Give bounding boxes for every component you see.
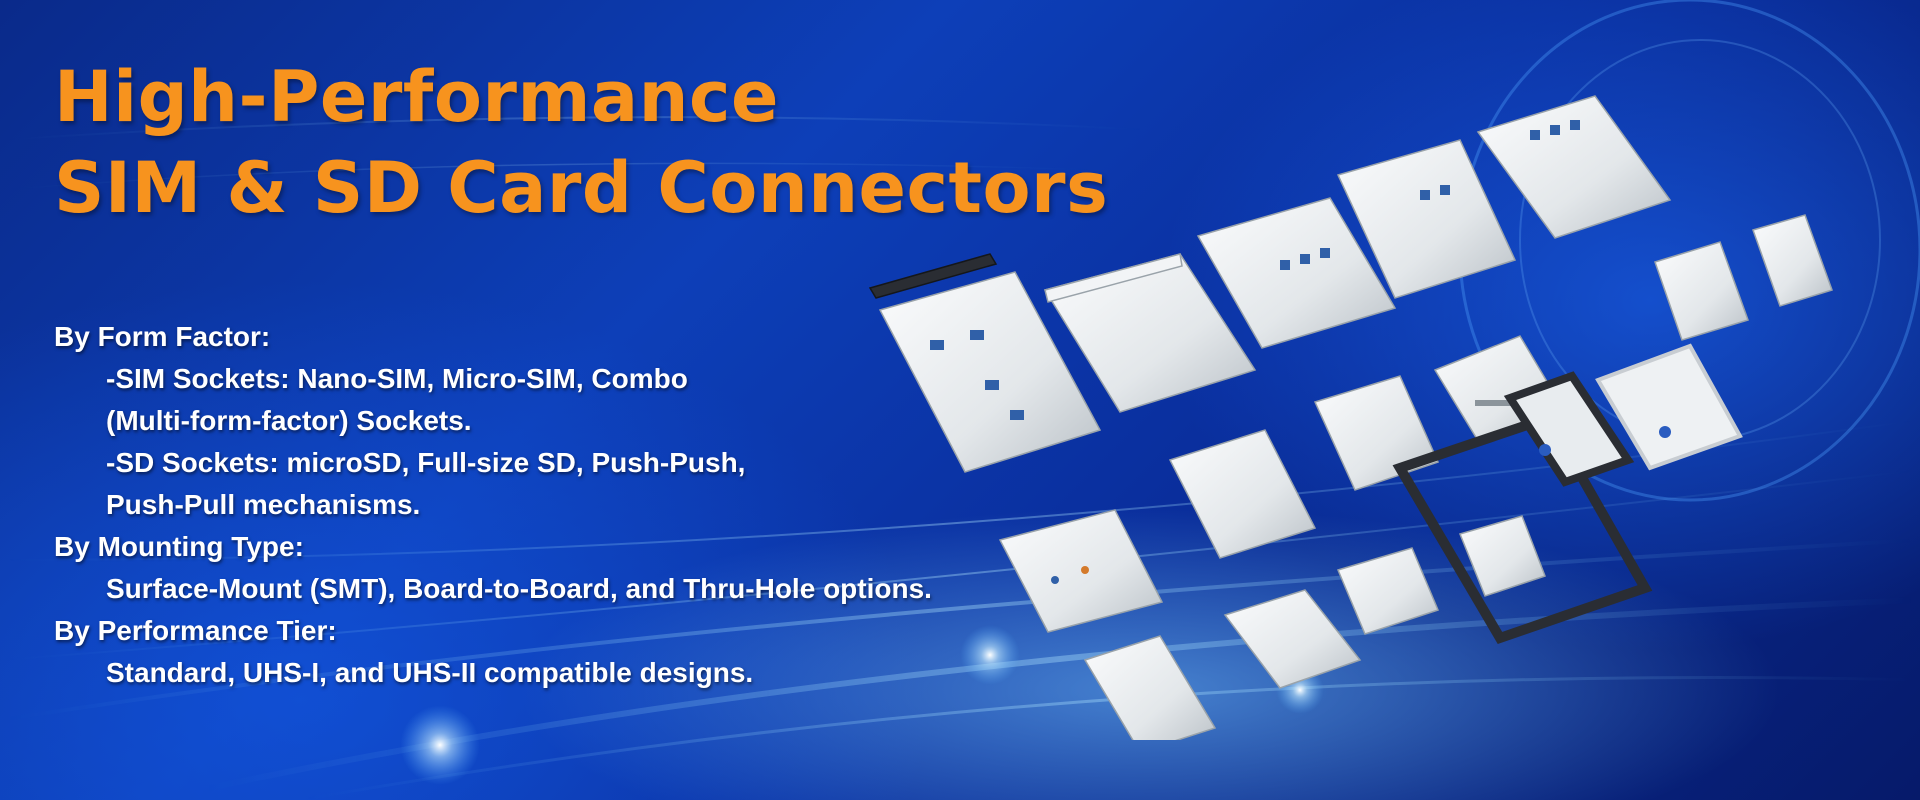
nano-sim-tray-white: [1595, 343, 1743, 471]
nano-sim-tray-dark: [1503, 371, 1635, 487]
headline-line-1: High-Performance: [54, 56, 779, 138]
spec-heading-mounting-type: By Mounting Type:: [54, 531, 304, 562]
spec-item: -SD Sockets: microSD, Full-size SD, Push…: [106, 447, 746, 478]
sim-socket-large: [1196, 197, 1397, 349]
micro-sd-socket-c: [998, 509, 1164, 633]
connector-product-collage: [868, 95, 1833, 740]
combo-sim-socket: [878, 271, 1102, 473]
spec-heading-form-factor: By Form Factor:: [54, 321, 271, 352]
small-sim-socket: [1336, 547, 1440, 635]
nano-sim-socket-b: [1223, 589, 1362, 689]
nano-sim-socket: [1752, 214, 1833, 307]
spec-item: Surface-Mount (SMT), Board-to-Board, and…: [106, 573, 932, 604]
full-size-sd-socket: [1043, 253, 1257, 413]
headline-line-2: SIM & SD Card Connectors: [54, 147, 1109, 229]
micro-sim-socket-b: [1083, 635, 1217, 740]
small-sd-socket: [1458, 515, 1546, 597]
headline: High-Performance SIM & SD Card Connector…: [54, 52, 1108, 234]
micro-sd-socket-b: [1168, 429, 1317, 559]
dual-sim-socket: [1476, 95, 1672, 239]
spec-list: By Form Factor: -SIM Sockets: Nano-SIM, …: [54, 316, 1034, 694]
spec-item: -SIM Sockets: Nano-SIM, Micro-SIM, Combo: [106, 363, 688, 394]
spec-item: Push-Pull mechanisms.: [106, 489, 421, 520]
spec-heading-performance-tier: By Performance Tier:: [54, 615, 337, 646]
spec-item: (Multi-form-factor) Sockets.: [106, 405, 472, 436]
micro-sim-socket: [1654, 241, 1749, 341]
micro-sd-socket: [1313, 375, 1440, 491]
push-push-sd-socket: [1336, 139, 1517, 299]
sim-tray-dark: [868, 253, 998, 299]
dual-sim-tray-dark: [1392, 411, 1653, 645]
spec-item: Standard, UHS-I, and UHS-II compatible d…: [106, 657, 754, 688]
